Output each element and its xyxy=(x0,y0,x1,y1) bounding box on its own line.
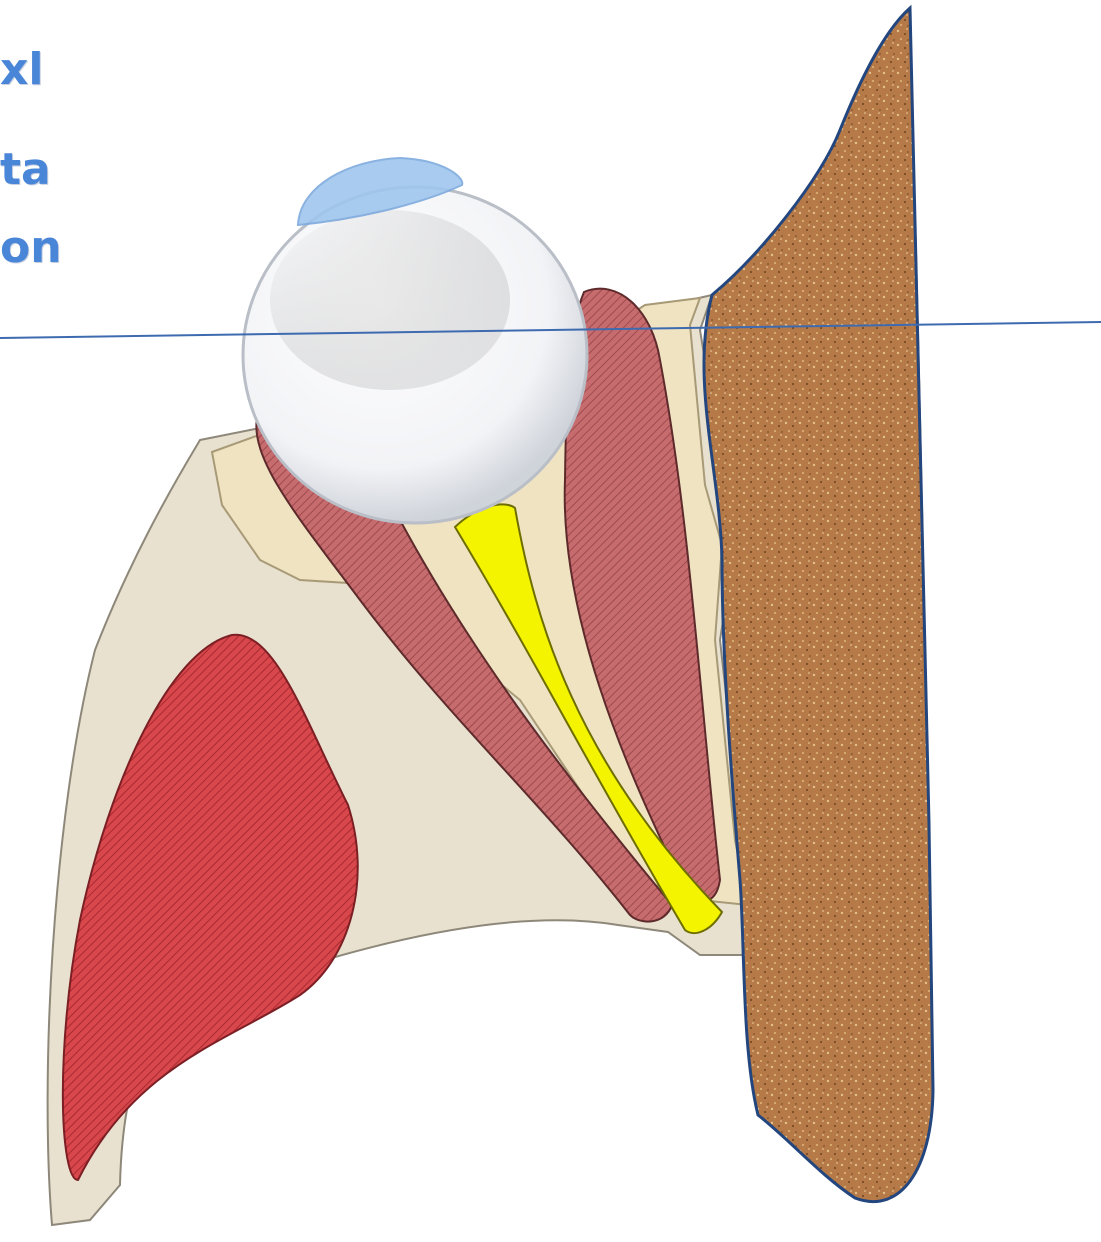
facial-soft-tissue xyxy=(704,8,933,1202)
globe-highlight xyxy=(270,210,510,390)
